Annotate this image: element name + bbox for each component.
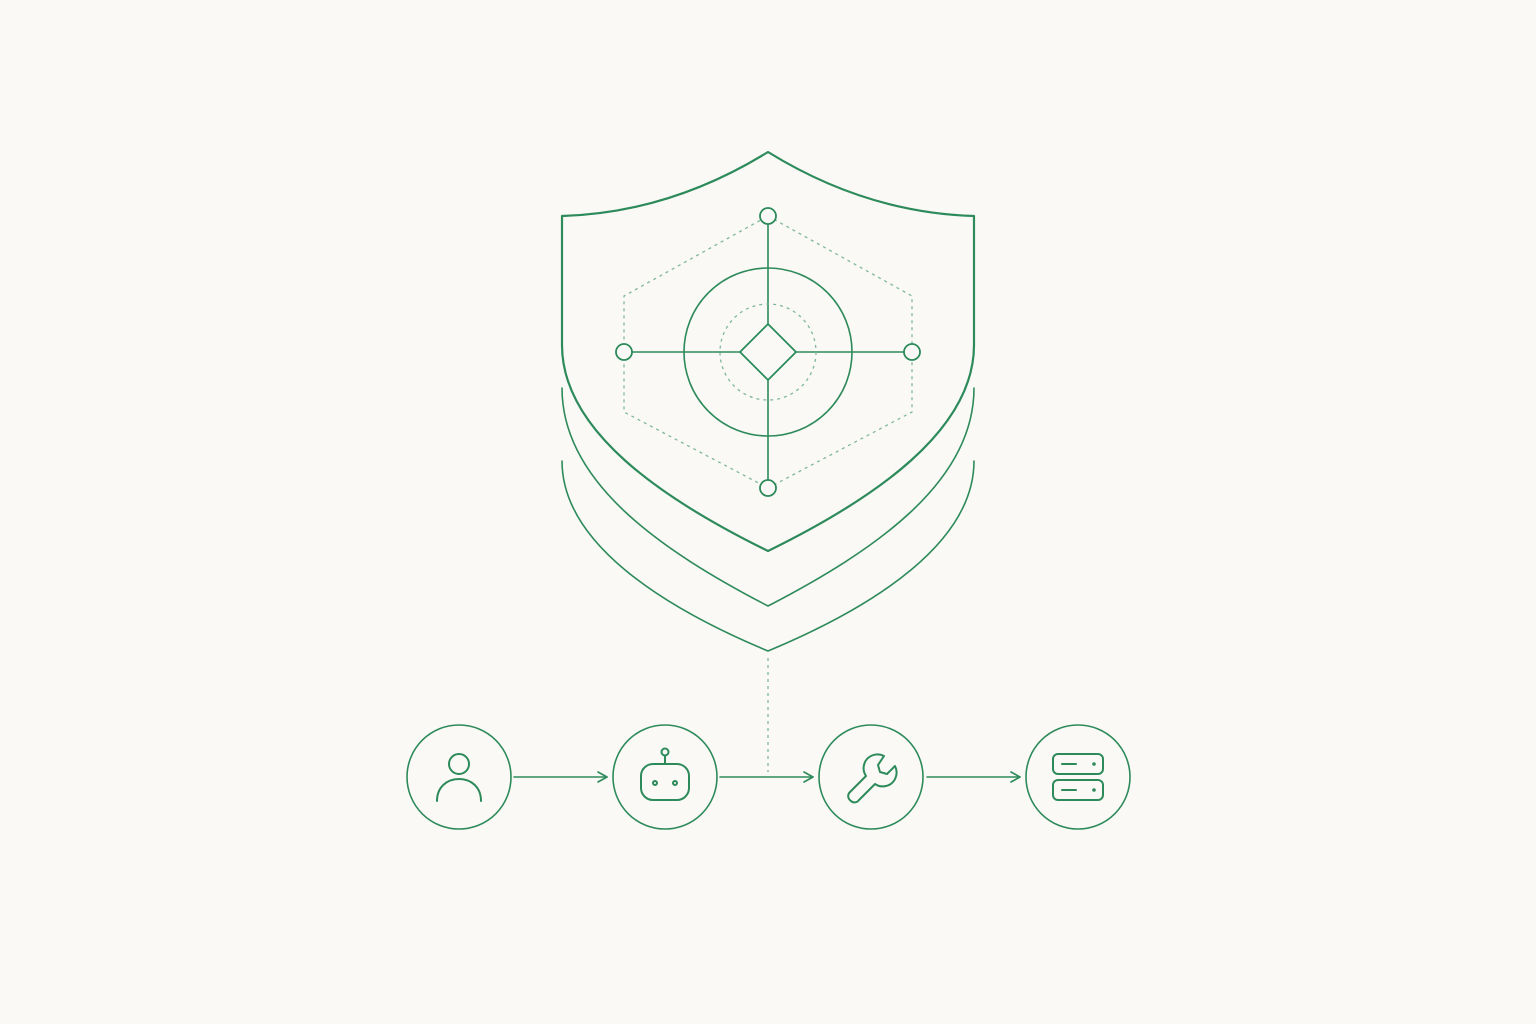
step-circle: [406, 724, 512, 830]
user-icon: [436, 753, 482, 802]
wrench-icon: [847, 753, 898, 804]
flow-step-robot: [612, 724, 718, 830]
robot-icon: [640, 747, 690, 801]
crosshair-nodes: [615, 207, 921, 497]
flow-step-user: [406, 724, 512, 830]
node-bottom: [759, 479, 777, 497]
node-right: [903, 343, 921, 361]
flow-step-server: [1025, 724, 1131, 830]
inner-dotted-ring: [719, 303, 817, 401]
step-circle: [818, 724, 924, 830]
shield-back-layers: [561, 387, 975, 652]
node-left: [615, 343, 633, 361]
node-top: [759, 207, 777, 225]
shield-icon: [560, 150, 976, 553]
diamond-target-icon: [738, 322, 798, 382]
server-icon: [1052, 753, 1104, 801]
step-circle: [612, 724, 718, 830]
outer-ring: [683, 267, 853, 437]
flow-step-wrench: [818, 724, 924, 830]
shield-layer-3: [561, 460, 975, 652]
shield-layer-2: [561, 387, 975, 607]
step-circle: [1025, 724, 1131, 830]
